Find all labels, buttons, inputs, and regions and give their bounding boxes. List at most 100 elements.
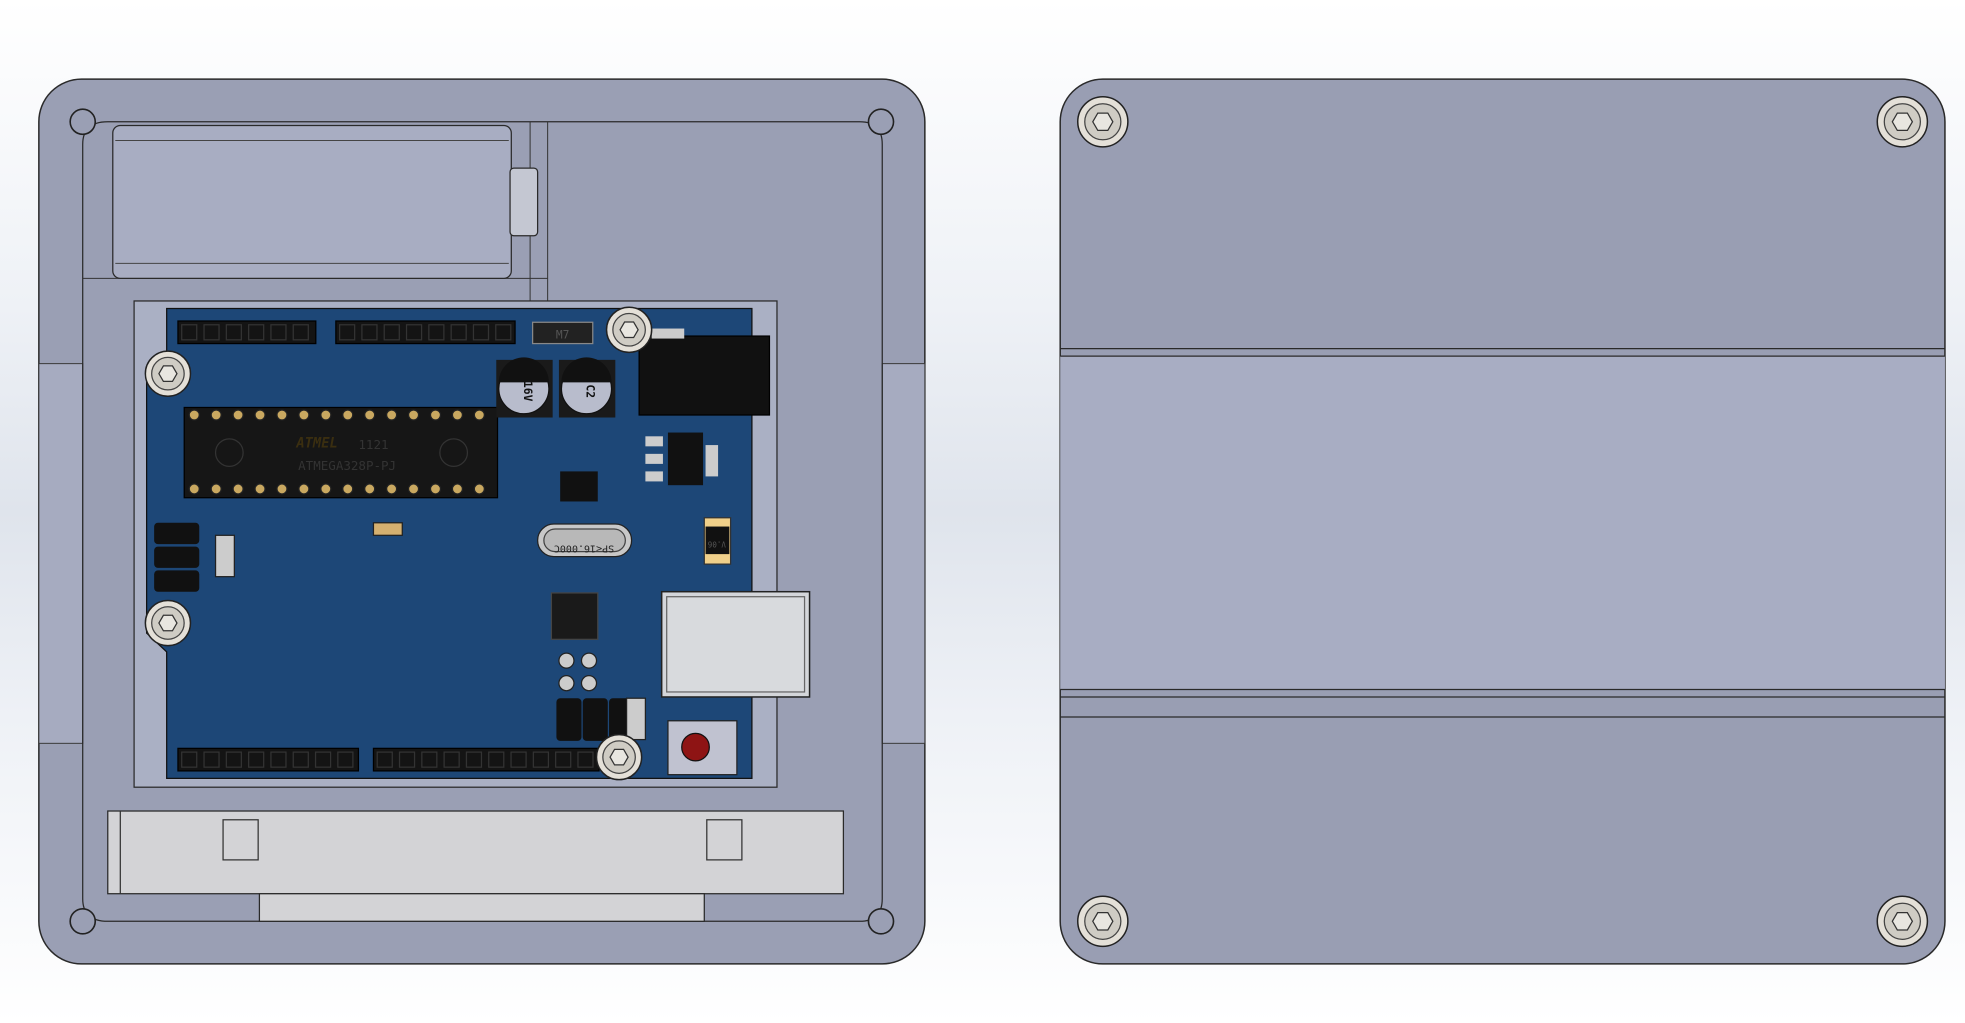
header-pin [443,751,460,768]
chip-pin [451,483,464,495]
screw-icon [1876,895,1929,948]
chip-pin [210,409,222,421]
screw-icon [144,350,192,397]
header-pin [383,324,400,341]
header-pin [405,324,423,341]
header-pin [270,751,287,768]
header-pin [203,324,220,341]
chip-pin [407,409,420,421]
chip-pin [276,409,288,421]
header-pin [398,751,416,768]
diode: M7 [531,321,594,345]
mcu-chip: ATMEL 1121 ATMEGA328P-PJ [183,406,499,499]
chip-pin [210,483,222,495]
chip-pin [473,483,485,495]
right-side-tab [881,363,926,744]
chip-pin [188,483,200,495]
chip-pin [429,483,442,495]
header-pin [428,324,445,341]
chip-pin [342,409,354,421]
header-pin [337,751,354,768]
chip-pin [254,409,266,421]
header-pin [532,751,550,768]
header-pin [225,751,242,768]
header-pin [292,751,309,768]
reset-button[interactable] [667,720,738,776]
chip-pin [232,483,244,495]
mount-hole [867,108,895,136]
header-top-right [335,320,516,345]
atmel-logo: ATMEL [295,436,337,452]
power-jack [638,328,771,416]
chip-pin [364,409,376,421]
header-pin [292,324,309,341]
header-pin [510,751,527,768]
chip-pin [298,409,310,421]
header-pin [248,324,265,341]
mcu-date-code: 1121 [358,437,388,452]
screw-icon [1076,895,1129,948]
header-pin [495,324,512,341]
header-pin [314,751,332,768]
chip-pin [385,409,398,421]
capacitor-1: 16V [496,357,553,418]
chip-pin [451,409,464,421]
chip-pin [473,409,485,421]
header-pin [338,324,356,341]
usb-chip [550,592,599,640]
header-pin [376,751,393,768]
header-top-left [177,320,317,345]
chip-pin [385,483,398,495]
pads [558,652,598,692]
header-pin [421,751,438,768]
polyfuse: V.06 [703,517,732,565]
chip-pin [276,483,288,495]
chip-pin [429,409,442,421]
chip-pin [232,409,244,421]
header-pin [248,751,265,768]
screw-icon [144,599,192,647]
screw-icon [605,306,653,354]
mcu-pins [188,409,485,495]
left-side-tab [38,363,84,744]
cap-label: C2 [583,384,596,398]
header-pin [361,324,378,341]
chip-pin [298,483,310,495]
cap-label: 16V [521,381,534,402]
chip-pin [188,409,200,421]
voltage-regulator [645,432,719,486]
header-pin [472,324,490,341]
lid-center-band [1060,356,1945,690]
header-pin [488,751,505,768]
header-pins [181,324,594,768]
screw-icon [1876,95,1929,148]
header-bottom-left [177,747,360,772]
capacitor-2: C2 [558,357,616,418]
chip-pin [254,483,266,495]
lid-screws [1076,95,1929,948]
arduino-uno-board[interactable]: M7 ATMEL 1121 ATMEGA328P-PJ 16V C2 47 [144,306,811,781]
header-pin [203,751,220,768]
chip-pin [364,483,376,495]
usb-b-connector [660,590,811,698]
chip-pin [320,483,332,495]
diode-label: M7 [556,329,570,342]
battery-terminal [509,167,539,237]
header-pin [270,324,287,341]
soic-chip [560,471,598,502]
crystal-label: SP<16.000C [554,542,614,553]
header-pin [181,751,198,768]
chip-pin [342,483,354,495]
chip-pin [407,483,420,495]
mount-hole [69,907,97,935]
fuse-label: V.06 [707,540,726,549]
mount-hole [867,907,895,935]
enclosure-lid[interactable] [1059,78,1946,965]
connector-block [107,810,845,922]
icsp-header-left [154,522,200,592]
header-pin [225,324,242,341]
resonator [372,522,403,536]
chip-pin [320,409,332,421]
reset-button-cap[interactable] [681,732,710,762]
